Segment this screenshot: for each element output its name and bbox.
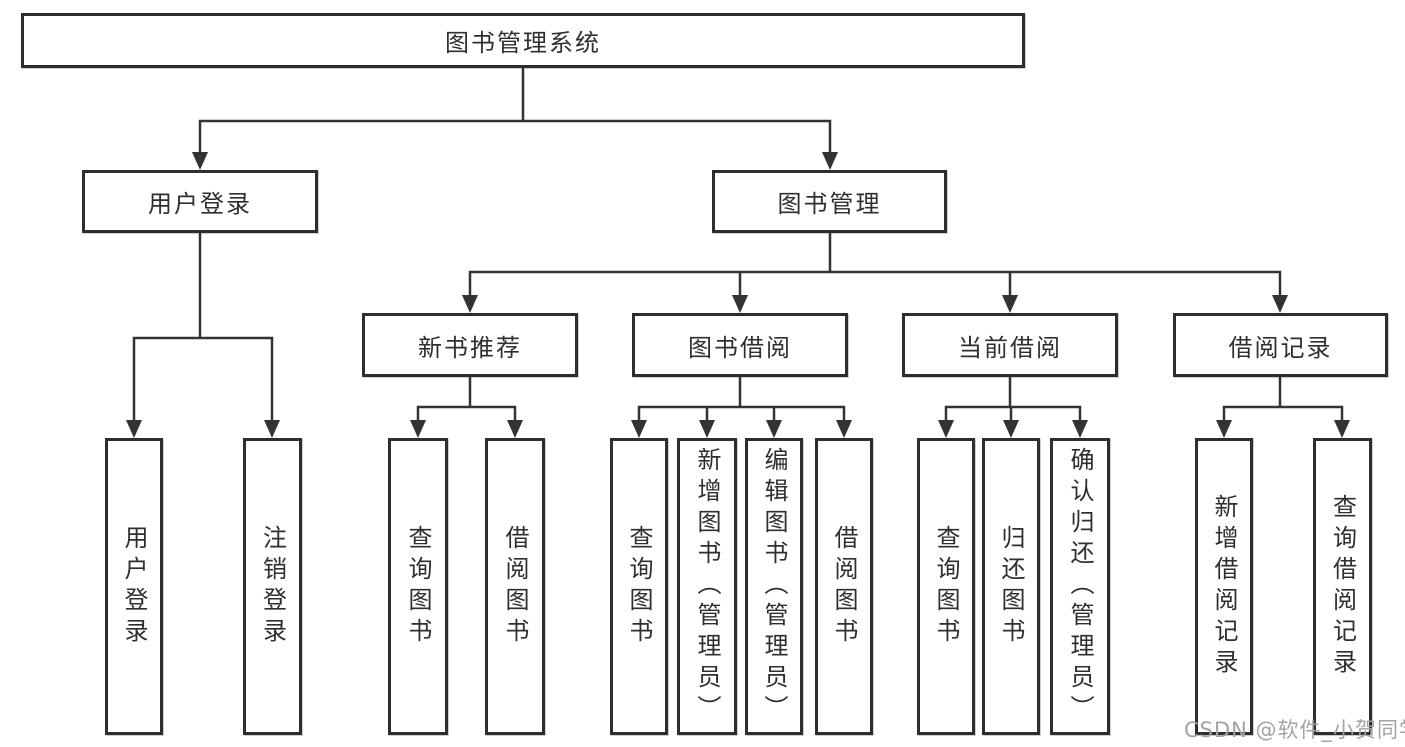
- node-book-management: 图书管理: [712, 170, 947, 233]
- leaf-label: 借阅图书: [501, 524, 529, 649]
- leaf-label: 查询借阅记录: [1328, 493, 1357, 680]
- leaf-nb-borrow-books: 借阅图书: [485, 438, 545, 735]
- leaf-bb-edit-books: 编辑图书（管理员）: [745, 438, 803, 735]
- leaf-label: 查询图书: [404, 524, 432, 649]
- leaf-label: 新增图书（管理员）: [693, 447, 721, 726]
- leaf-label: 查询图书: [932, 524, 960, 649]
- leaf-cb-return-books: 归还图书: [982, 438, 1040, 735]
- node-user-login: 用户登录: [82, 170, 318, 233]
- leaf-label: 确认归还（管理员）: [1066, 447, 1094, 726]
- leaf-label: 注销登录: [258, 524, 287, 649]
- leaf-label: 查询图书: [625, 524, 653, 649]
- leaf-label: 编辑图书（管理员）: [760, 447, 788, 726]
- node-borrow-records: 借阅记录: [1173, 313, 1388, 377]
- watermark: CSDN @软件_小贺同学: [1184, 718, 1405, 742]
- leaf-label: 用户登录: [120, 524, 148, 649]
- node-new-book-recommend: 新书推荐: [362, 313, 578, 377]
- leaf-label: 归还图书: [997, 524, 1025, 649]
- leaf-nb-query-books: 查询图书: [388, 438, 448, 735]
- leaf-cb-confirm-return: 确认归还（管理员）: [1050, 438, 1110, 735]
- leaf-bb-add-books: 新增图书（管理员）: [677, 438, 737, 735]
- leaf-cb-query-books: 查询图书: [917, 438, 975, 735]
- leaf-label: 借阅图书: [830, 524, 858, 649]
- leaf-bb-query-books: 查询图书: [610, 438, 668, 735]
- leaf-user-login: 用户登录: [105, 438, 163, 735]
- leaf-bb-borrow-books: 借阅图书: [815, 438, 873, 735]
- leaf-label: 新增借阅记录: [1210, 493, 1238, 680]
- node-book-borrow: 图书借阅: [632, 313, 848, 377]
- node-current-borrow: 当前借阅: [902, 313, 1118, 377]
- node-root: 图书管理系统: [21, 13, 1025, 68]
- leaf-br-add-record: 新增借阅记录: [1195, 438, 1253, 735]
- leaf-logout: 注销登录: [243, 438, 302, 735]
- leaf-br-query-record: 查询借阅记录: [1313, 438, 1372, 735]
